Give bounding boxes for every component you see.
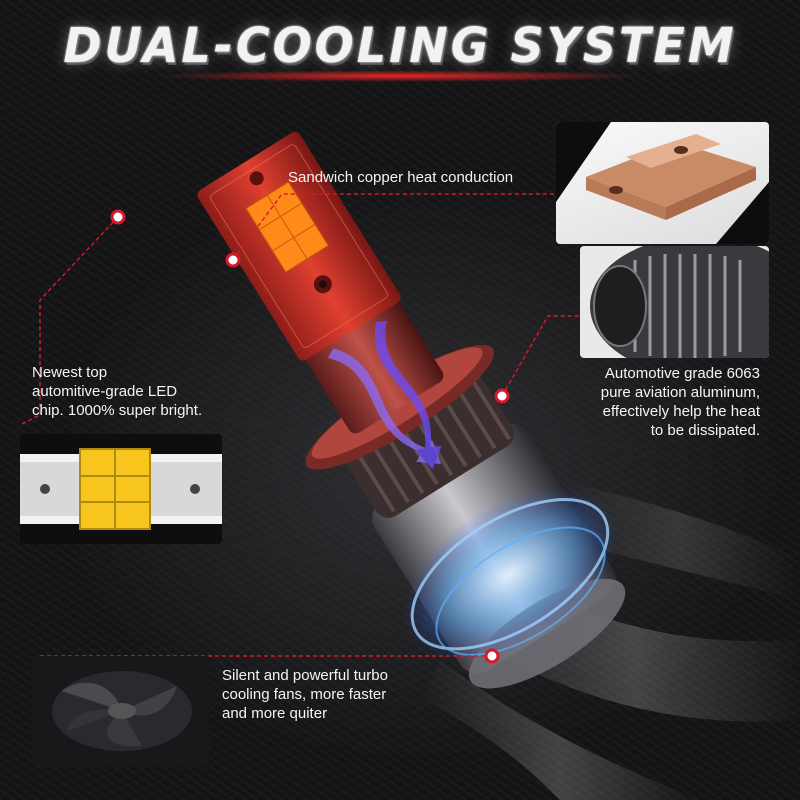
callout-aluminum-line-2: pure aviation aluminum, xyxy=(600,384,760,401)
led-chip xyxy=(245,181,329,273)
turbo-fan-inset xyxy=(32,656,210,766)
callout-copper: Sandwich copper heat conduction xyxy=(288,168,513,187)
callout-aluminum-line-4: to be dissipated. xyxy=(650,422,760,439)
callout-aluminum-line-1: Automotive grade 6063 xyxy=(604,365,760,382)
callout-aluminum-line-3: effectively help the heat xyxy=(602,403,760,420)
yellow-chip-icon xyxy=(79,448,151,530)
callout-chip: Newest top automitive-grade LED chip. 10… xyxy=(32,363,202,420)
heat-flow-arrows xyxy=(327,320,442,470)
callout-fan: Silent and powerful turbo cooling fans, … xyxy=(222,666,388,723)
callout-chip-line-2: automitive-grade LED xyxy=(32,383,178,400)
page-title: DUAL-COOLING SYSTEM xyxy=(63,16,737,74)
callout-fan-line-1: Silent and powerful turbo xyxy=(222,667,388,684)
callout-chip-line-1: Newest top xyxy=(32,364,108,381)
callout-copper-line-1: Sandwich copper heat conduction xyxy=(288,169,514,186)
aluminum-fins-inset xyxy=(580,246,769,358)
copper-plate-inset xyxy=(556,122,769,244)
copper-plate-icon xyxy=(586,134,756,220)
led-chip-inset xyxy=(20,434,222,544)
callout-fan-line-2: cooling fans, more faster xyxy=(222,686,387,703)
callout-aluminum: Automotive grade 6063 pure aviation alum… xyxy=(560,364,760,440)
callout-dots xyxy=(110,209,510,664)
callout-chip-line-3: chip. 1000% super bright. xyxy=(32,402,203,419)
fan-icon xyxy=(52,671,192,751)
title-glow xyxy=(150,70,650,82)
callout-fan-line-3: and more quiter xyxy=(222,705,328,722)
